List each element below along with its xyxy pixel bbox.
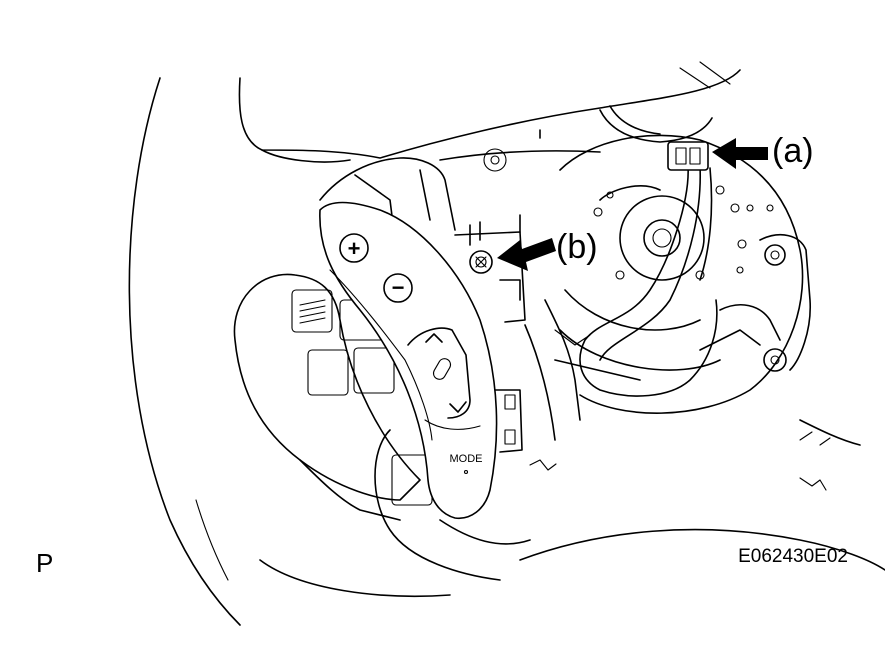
lower-cover: [374, 429, 531, 581]
plus-button-label: +: [348, 236, 361, 261]
wheel-rim: [128, 77, 885, 626]
wire-harness: [579, 105, 718, 397]
corner-mark: P: [36, 548, 53, 578]
arrow-left-icon: [497, 238, 556, 271]
right-bracket: [699, 234, 861, 491]
rear-switch-panel: [233, 273, 421, 521]
figure-code: E062430E02: [738, 546, 848, 567]
screw-icon: [469, 250, 493, 274]
mid-bracket: [454, 214, 641, 471]
upper-housing: [238, 61, 741, 163]
steering-pad-switch: + − MODE: [319, 201, 498, 519]
minus-button-label: −: [392, 275, 405, 300]
mode-button-label: MODE: [450, 453, 483, 465]
callout-a-label: (a): [772, 132, 814, 170]
steering-hub: [559, 134, 804, 414]
callout-b-label: (b): [556, 228, 598, 266]
arrow-left-icon: [712, 138, 768, 169]
connector-icon: [667, 141, 709, 171]
